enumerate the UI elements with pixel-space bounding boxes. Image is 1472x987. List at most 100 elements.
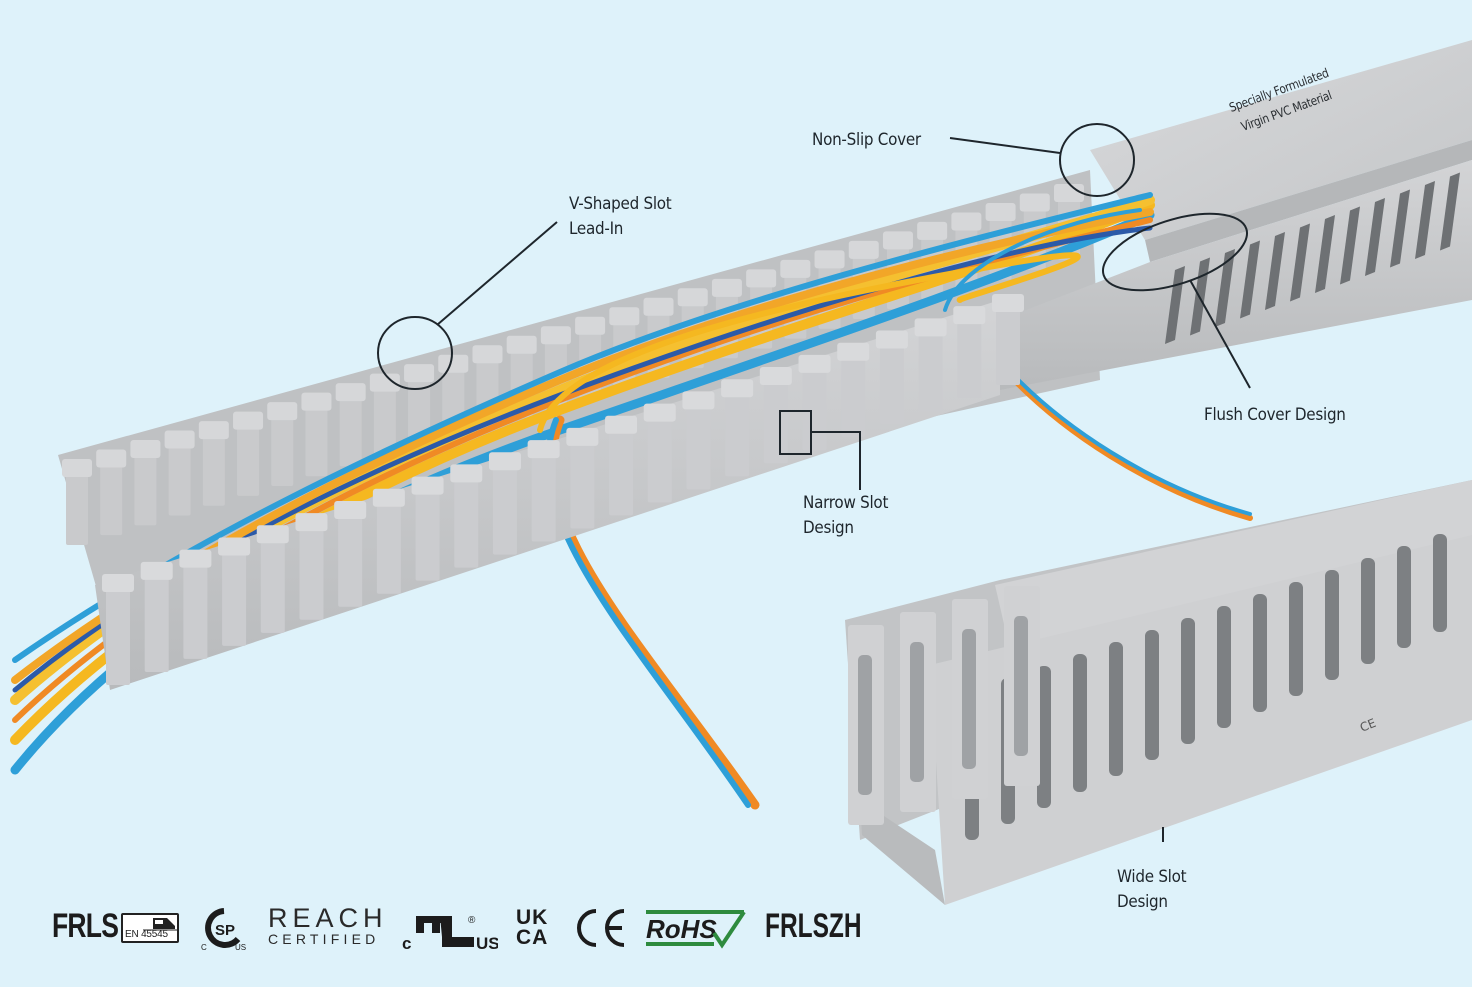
duct-finger (996, 310, 1020, 385)
callout-v-shaped-slot-line2: Lead-In (569, 219, 624, 238)
non-slip-highlight-circle (1059, 123, 1135, 197)
duct-finger-cap (130, 440, 161, 459)
duct-finger (647, 419, 672, 503)
duct-finger-cap (335, 383, 366, 402)
duct-finger-cap (575, 316, 606, 335)
duct-finger-cap (917, 221, 948, 240)
duct-finger-cap (372, 488, 405, 507)
secondary-duct-slot (858, 655, 872, 795)
duct-finger-cap (411, 476, 444, 495)
duct-finger-cap (472, 345, 503, 364)
duct-slot (1390, 189, 1410, 268)
duct-finger-cap (798, 354, 831, 373)
secondary-duct-slot (962, 629, 976, 769)
non-slip-leader (949, 137, 1061, 154)
ukca-line1: UK (516, 906, 549, 929)
ul-c: c (402, 934, 411, 951)
duct-finger-cap (711, 278, 742, 297)
wide-slot (1253, 594, 1267, 712)
secondary-cable-duct (845, 480, 1472, 905)
wide-slot (1109, 642, 1123, 776)
ul-us: US (476, 934, 498, 951)
duct-finger (106, 590, 130, 685)
duct-finger-cap (527, 440, 560, 459)
csa-c: C (201, 943, 207, 951)
duct-finger-cap (540, 326, 571, 345)
duct-finger-cap (985, 202, 1016, 221)
duct-finger (454, 480, 479, 568)
duct-slot (1265, 232, 1285, 310)
duct-finger (570, 443, 595, 529)
callout-narrow-slot-line1: Narrow Slot (803, 493, 889, 512)
duct-finger-cap (643, 297, 674, 316)
callout-v-shaped-slot: V-Shaped Slot Lead-In (569, 191, 672, 241)
duct-finger (338, 516, 363, 607)
duct-finger-cap (404, 364, 435, 383)
duct-slot (1165, 266, 1185, 344)
secondary-duct-slot (1014, 616, 1028, 756)
duct-finger-cap (721, 379, 754, 398)
duct-slot (1215, 249, 1235, 327)
wide-slot (1361, 558, 1375, 664)
duct-finger (237, 427, 260, 496)
en45545-label: EN 45545 (125, 929, 168, 940)
duct-finger (373, 389, 396, 457)
callout-non-slip-cover-label: Non-Slip Cover (812, 130, 921, 149)
duct-finger-cap (1054, 184, 1084, 202)
secondary-duct-cover (995, 480, 1472, 650)
duct-finger (305, 408, 328, 477)
duct-finger-cap (848, 240, 879, 259)
main-cable-duct (10, 40, 1472, 810)
duct-finger (202, 437, 225, 506)
duct-finger (918, 334, 943, 412)
wide-slot (1181, 618, 1195, 744)
duct-cover-edge (1145, 140, 1472, 262)
duct-slot (1290, 223, 1310, 302)
duct-slot (1315, 215, 1335, 293)
duct-finger-cap (953, 306, 986, 325)
duct-finger-cap (164, 430, 195, 449)
frls-logo: FRLS (52, 907, 119, 945)
duct-finger-cap (233, 411, 264, 430)
duct-finger (376, 504, 401, 594)
cul-us-logo: c US ® (402, 915, 498, 951)
duct-finger-cap (438, 354, 469, 373)
duct-finger-cap (682, 391, 715, 410)
callout-wide-slot: Wide Slot Design (1117, 864, 1187, 914)
duct-finger-cap (609, 307, 640, 326)
flush-cover-highlight-ellipse (1101, 212, 1249, 292)
duct-finger (492, 468, 517, 555)
duct-finger-cap (1019, 193, 1050, 212)
duct-finger (134, 456, 157, 526)
wide-slot (1397, 546, 1411, 648)
callout-narrow-slot-line2: Design (803, 518, 854, 537)
callout-flush-cover: Flush Cover Design (1204, 402, 1346, 427)
callout-non-slip-cover: Non-Slip Cover (812, 127, 921, 152)
callout-flush-cover-label: Flush Cover Design (1204, 405, 1346, 424)
duct-finger-cap (369, 373, 400, 392)
duct-finger (339, 399, 362, 467)
duct-finger (415, 492, 440, 581)
duct-finger-cap (746, 269, 777, 288)
frlszh-logo: FRLSZH (765, 907, 862, 945)
callout-lines (377, 123, 1251, 842)
duct-finger (144, 577, 169, 672)
callout-narrow-slot: Narrow Slot Design (803, 490, 888, 540)
wide-slot (1289, 582, 1303, 696)
duct-finger-cap (334, 500, 367, 519)
duct-finger-cap (267, 402, 298, 421)
duct-finger-cap (780, 259, 811, 278)
en45545-logo: EN 45545 (121, 913, 179, 943)
csa-us: US (235, 943, 246, 951)
duct-finger (802, 370, 827, 451)
duct-finger-cap (102, 574, 134, 592)
duct-finger-cap (882, 231, 913, 250)
ce-logo (577, 909, 625, 947)
duct-finger (531, 456, 556, 542)
duct-cover (1090, 40, 1472, 240)
duct-finger-cap (256, 525, 289, 544)
duct-slot (1415, 181, 1435, 259)
duct-finger-cap (566, 427, 599, 446)
csa-logo: SP C US (201, 908, 246, 951)
